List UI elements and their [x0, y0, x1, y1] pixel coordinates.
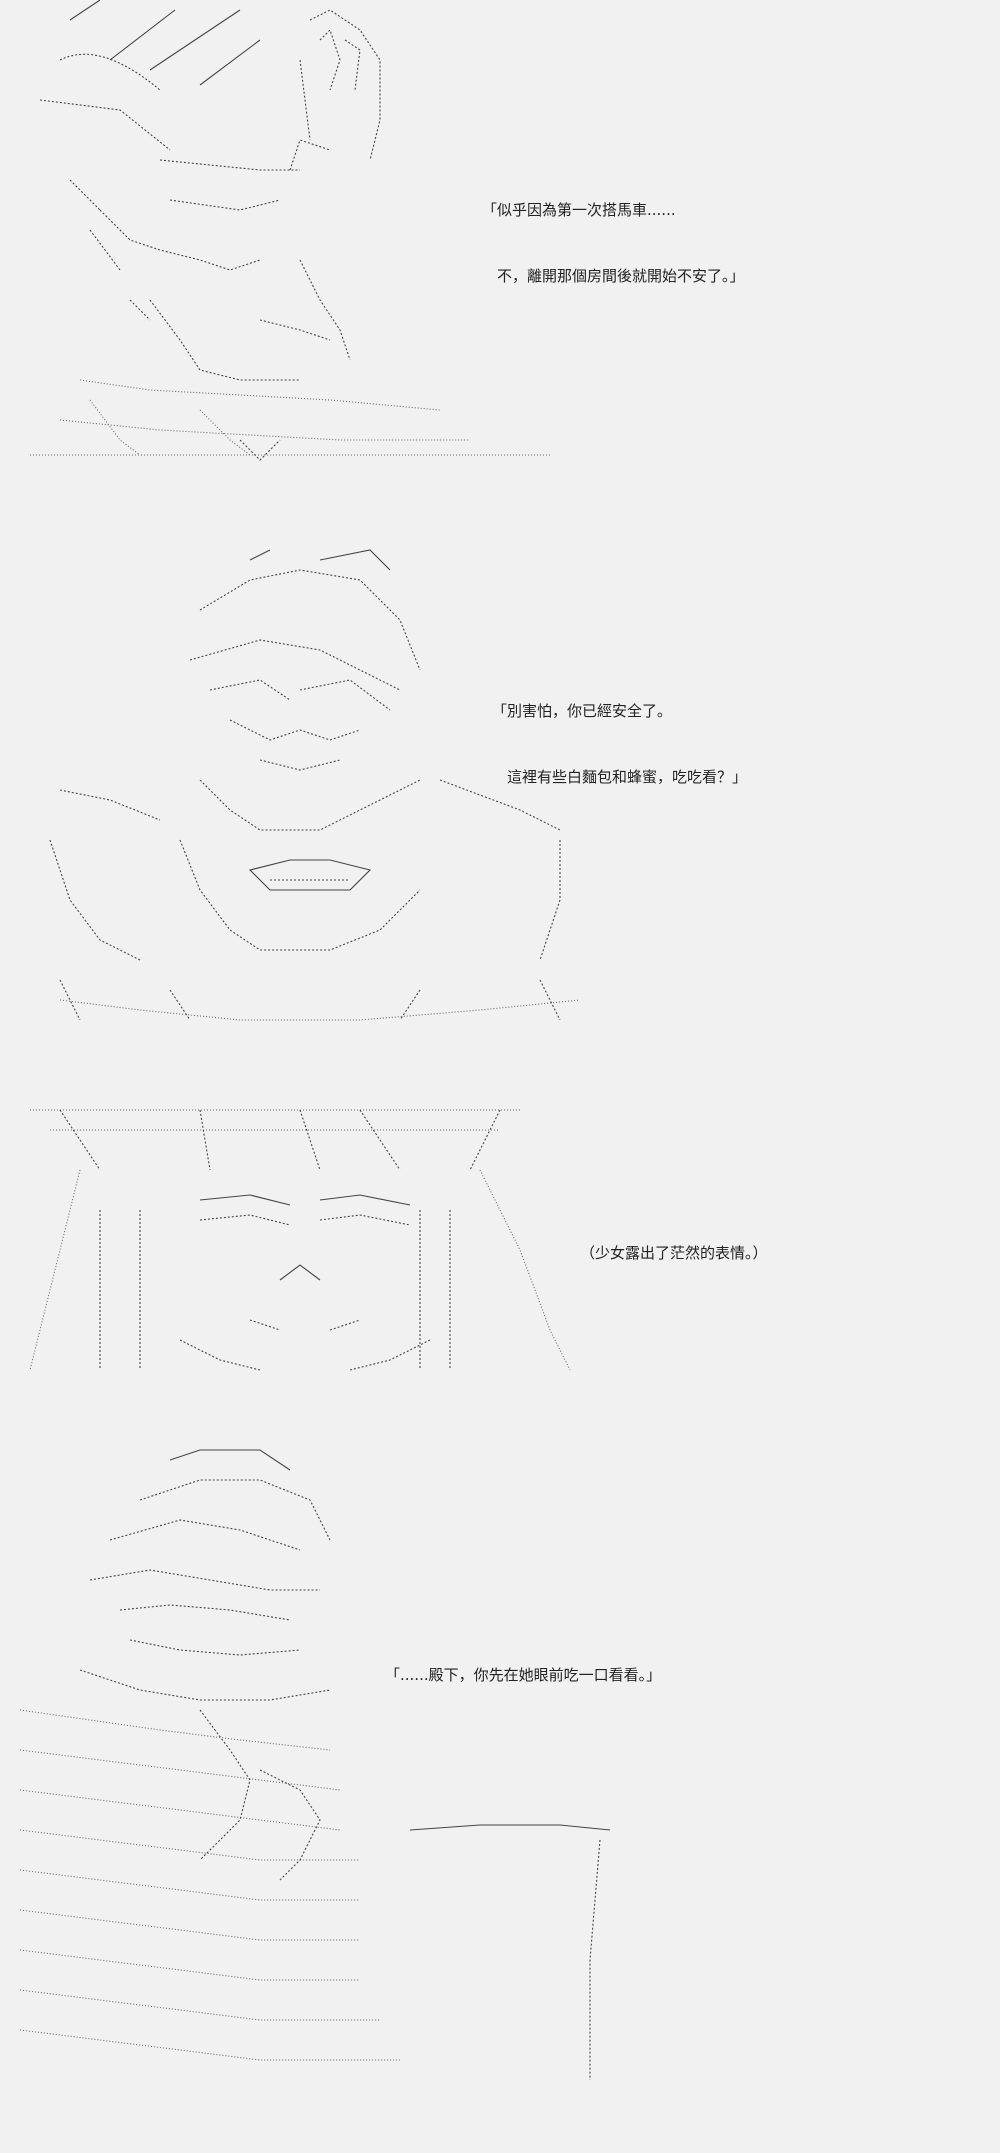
ascii-art-panel-2: 「別害怕，你已經安全了。 這裡有些白麵包和蜂蜜，吃吃看？」 [0, 540, 1000, 1060]
dialogue-line: 「別害怕，你已經安全了。 [492, 702, 673, 720]
ascii-art-man-in-coat [30, 0, 550, 461]
ascii-art-panel-3: （少女露出了茫然的表情。） [0, 1090, 1000, 1410]
dialogue-caption-1: 「似乎因為第一次搭馬車...... 不，離開那個房間後就開始不安了。」 [482, 155, 745, 331]
dialogue-caption-4: 「......殿下，你先在她眼前吃一口看看。」 [385, 1620, 661, 1730]
ascii-art-girl-blank-expression [29, 1109, 571, 1371]
dialogue-line: （少女露出了茫然的表情。） [580, 1244, 768, 1262]
ascii-art-panel-1: 「似乎因為第一次搭馬車...... 不，離開那個房間後就開始不安了。」 [0, 0, 1000, 500]
dialogue-caption-3: （少女露出了茫然的表情。） [580, 1198, 768, 1308]
dialogue-line: 「......殿下，你先在她眼前吃一口看看。」 [385, 1666, 662, 1684]
dialogue-line: 這裡有些白麵包和蜂蜜，吃吃看？」 [492, 768, 748, 786]
ascii-art-panel-4: 「......殿下，你先在她眼前吃一口看看。」 [0, 1440, 1000, 2140]
dialogue-line: 不，離開那個房間後就開始不安了。」 [482, 267, 745, 285]
dialogue-line: 「似乎因為第一次搭馬車...... [482, 201, 676, 219]
dialogue-caption-2: 「別害怕，你已經安全了。 這裡有些白麵包和蜂蜜，吃吃看？」 [492, 656, 747, 832]
ascii-art-man-with-dish [49, 549, 581, 1021]
ascii-art-advisor-at-table [19, 1449, 611, 2080]
